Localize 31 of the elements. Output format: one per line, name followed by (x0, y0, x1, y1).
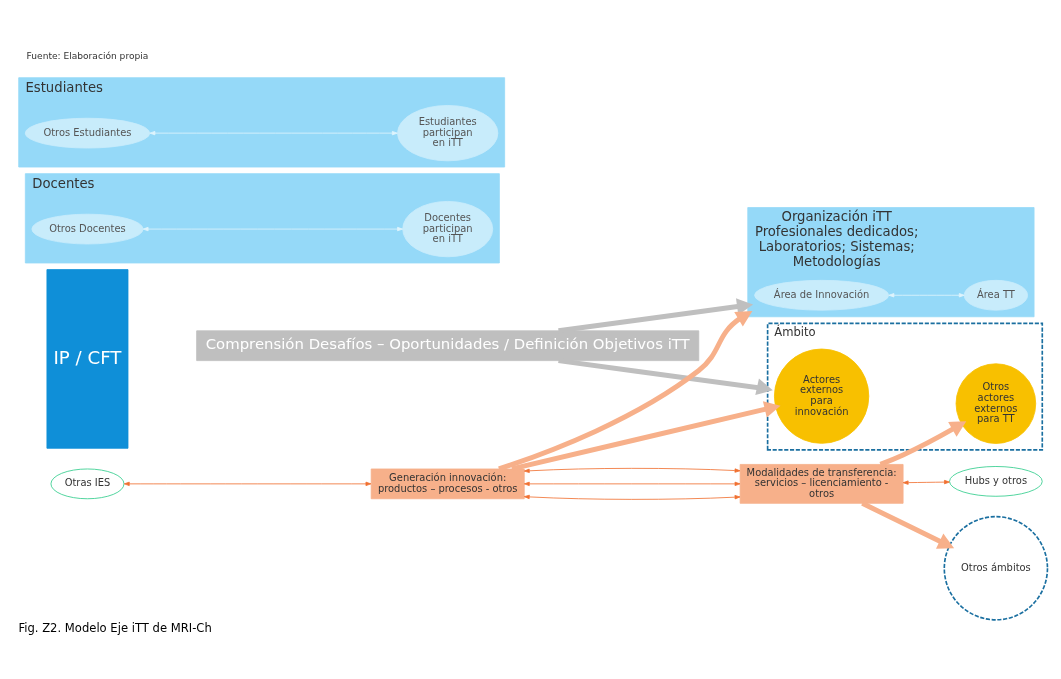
node-ellipse: Otras IES (50, 468, 125, 499)
arrow (149, 130, 398, 135)
arrow (861, 500, 955, 549)
node-circle: Actores externos para innovación (774, 348, 870, 444)
node-ellipse: Área TT (963, 279, 1028, 311)
arrow (523, 481, 741, 486)
node-box: Generación innovación: productos – procesos - otros (370, 468, 525, 499)
label: Fuente: Elaboración propia (26, 50, 149, 61)
arrow (511, 400, 781, 471)
arrow (558, 357, 773, 395)
arrow (498, 310, 753, 471)
arrow (888, 292, 965, 297)
node-box: Modalidades de transferencia: servicios – licenciamiento - otros (739, 463, 904, 504)
arrow (123, 481, 372, 486)
node-ellipse: Área de Innovación (754, 279, 890, 311)
node-box: IP / CFT (46, 268, 129, 449)
arrow (902, 479, 950, 485)
arrow (558, 297, 754, 333)
node-circle: Otros actores externos para TT (955, 362, 1037, 444)
node-circle: Otros ámbitos (943, 515, 1049, 621)
node-ellipse: Docentes participan en iTT (402, 200, 494, 257)
caption: Fig. Z2. Modelo Eje iTT de MRI-Ch (18, 620, 212, 635)
node-ellipse: Estudiantes participan en iTT (397, 104, 499, 161)
node-ellipse: Hubs y otros (949, 465, 1043, 497)
arrow (523, 494, 741, 500)
arrow (142, 226, 403, 231)
node-ellipse: Otros Estudiantes (24, 117, 151, 148)
arrow (523, 467, 741, 473)
node-ellipse: Otros Docentes (31, 213, 144, 244)
node-box: Comprensión Desafíos – Oportunidades / Definición Objetivos iTT (196, 329, 700, 361)
arrow (879, 420, 967, 467)
